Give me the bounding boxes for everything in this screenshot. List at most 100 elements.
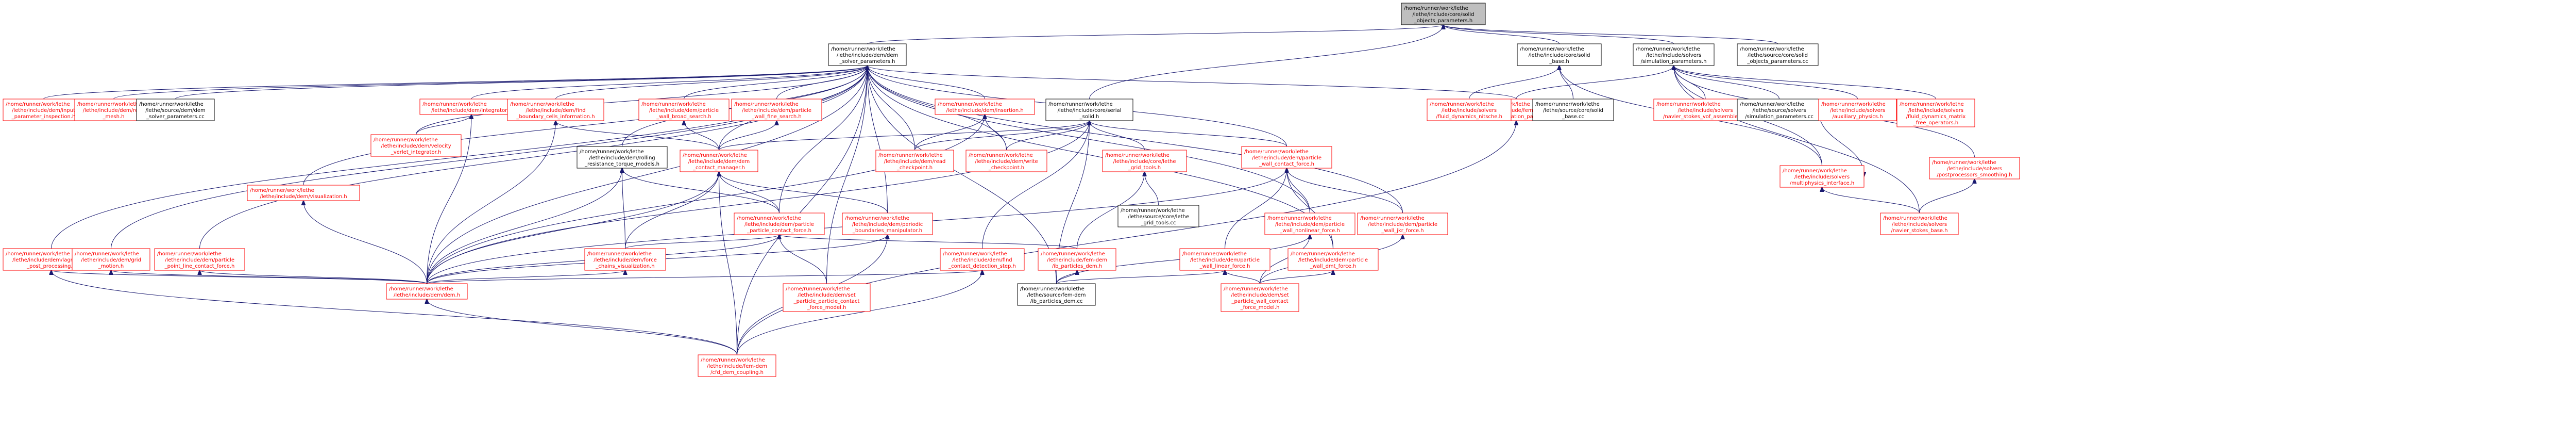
node-particle-particle-contact-force-model[interactable]: /home/runner/work/lethe/lethe/include/de… [783,283,871,312]
node-periodic-boundaries-manipulator[interactable]: /home/runner/work/lethe/lethe/include/de… [842,213,933,235]
node-label-line: /home/runner/work/lethe [510,102,574,107]
node-integrator[interactable]: /home/runner/work/lethe/lethe/include/de… [419,99,523,115]
node-box [680,150,758,172]
node-label-line: /home/runner/work/lethe [641,102,706,107]
edge [1674,66,1780,100]
node-label-line: _wall_nonlinear_force.h [1279,228,1340,234]
edge-lethe-grid-tools-cc-to-grid-tools [1145,172,1159,206]
edge-auxiliary-physics-to-simulation-parameters [1674,66,1858,100]
node-label-line: /home/runner/work/lethe [1041,251,1105,257]
node-label-line: /lethe/include/dem/particle [1190,257,1260,263]
node-auxiliary-physics[interactable]: /home/runner/work/lethe/lethe/include/so… [1818,99,1897,121]
edge-layer [43,25,1975,355]
node-find-boundary-cells[interactable]: /home/runner/work/lethe/lethe/include/de… [507,99,604,121]
node-visualization[interactable]: /home/runner/work/lethe/lethe/include/de… [247,185,360,201]
node-particle-point-line-contact-force[interactable]: /home/runner/work/lethe/lethe/include/de… [154,248,245,271]
node-label-line: /home/runner/work/lethe [139,102,204,107]
node-fluid-dynamics-rbf[interactable]: /home/runner/work/lethe/lethe/include/so… [1427,99,1512,121]
node-box [507,99,604,121]
node-fluid-dynamics-matrix-free-operators[interactable]: /home/runner/work/lethe/lethe/include/so… [1896,99,1975,127]
node-label-line: /multiphysics_interface.h [1790,181,1854,186]
node-label-line: _chains_visualization.h [595,264,654,269]
edge [1090,121,1145,151]
node-serial-solid[interactable]: /home/runner/work/lethe/lethe/include/co… [1045,99,1133,121]
node-particle-wall-contact-force-model[interactable]: /home/runner/work/lethe/lethe/include/de… [1221,283,1299,312]
node-label-line: /home/runner/work/lethe [1224,286,1288,292]
edge-force-chains-visualization-to-dem-contact-manager [625,172,719,249]
node-label-line: /lethe/include/dem/integrator.h [431,108,512,113]
node-label-line: _wall_dmt_force.h [1310,264,1357,269]
node-velocity-verlet-integrator[interactable]: /home/runner/work/lethe/lethe/include/de… [370,134,462,157]
node-label-line: _wall_jkr_force.h [1381,228,1423,234]
node-find-contact-detection-step[interactable]: /home/runner/work/lethe/lethe/include/de… [940,248,1025,271]
node-particle-wall-jkr-force[interactable]: /home/runner/work/lethe/lethe/include/de… [1357,213,1448,235]
node-box [1633,43,1715,66]
edge-dem-cfd-particles-dem-to-grid-tools [1077,172,1145,249]
node-simulation-parameters[interactable]: /home/runner/work/lethe/lethe/include/so… [1633,43,1715,66]
node-box [638,99,730,121]
node-rolling-resistance-torque-models[interactable]: /home/runner/work/lethe/lethe/include/de… [577,146,668,169]
node-dem[interactable]: /home/runner/work/lethe/lethe/include/de… [386,283,468,300]
node-box [1737,99,1822,121]
node-particle-wall-fine-search[interactable]: /home/runner/work/lethe/lethe/include/de… [731,99,822,121]
edge-particle-wall-broad-search-to-dem-solver-parameters [684,66,868,100]
node-particle-wall-dmt-force[interactable]: /home/runner/work/lethe/lethe/include/de… [1287,248,1379,271]
node-label-line: /lethe/include/solvers [1947,166,2002,172]
node-solid-base-cc[interactable]: /home/runner/work/lethe/lethe/source/cor… [1532,99,1614,121]
edge-read-checkpoint-to-dem-solver-parameters [868,66,915,151]
edge [427,270,625,284]
node-dem-cfd-particles-dem[interactable]: /home/runner/work/lethe/lethe/include/fe… [1038,248,1116,271]
node-label-line: /lethe/include/core/solid [1413,12,1475,18]
node-dem-solver-parameters-cc[interactable]: /home/runner/work/lethe/lethe/source/dem… [136,99,215,121]
node-label-line: _mesh.h [103,114,125,120]
node-core-solid-base[interactable]: /home/runner/work/lethe/lethe/include/co… [1517,43,1602,66]
edge-dem-contact-manager-to-find-boundary-cells [556,121,719,151]
edge [1469,66,1560,100]
node-label-line: /home/runner/work/lethe [1020,286,1084,292]
node-particle-wall-linear-force[interactable]: /home/runner/work/lethe/lethe/include/de… [1179,248,1270,271]
edge [52,270,737,355]
node-dem-grid[interactable]: /home/runner/work/lethe/lethe/include/de… [72,248,150,271]
node-particle-wall-contact-force[interactable]: /home/runner/work/lethe/lethe/include/de… [1241,146,1332,169]
node-box [1532,99,1614,121]
node-root[interactable]: /home/runner/work/lethe/lethe/include/co… [1401,3,1486,25]
node-input-parameter-inspection[interactable]: /home/runner/work/lethe/lethe/include/de… [3,99,84,121]
node-particle-wall-nonlinear-force[interactable]: /home/runner/work/lethe/lethe/include/de… [1264,213,1355,235]
node-ib-particles-dem-cc[interactable]: /home/runner/work/lethe/lethe/source/fem… [1017,283,1096,306]
node-postprocessors-smoothing[interactable]: /home/runner/work/lethe/lethe/include/so… [1929,157,2020,179]
edge [43,66,868,100]
edge [1225,168,1287,249]
node-particle-wall-broad-search[interactable]: /home/runner/work/lethe/lethe/include/de… [638,99,730,121]
node-cfd-dem-coupling[interactable]: /home/runner/work/lethe/lethe/include/fe… [698,354,776,377]
node-insertion[interactable]: /home/runner/work/lethe/lethe/include/de… [935,99,1035,115]
node-dem-solver-parameters[interactable]: /home/runner/work/lethe/lethe/include/de… [828,43,907,66]
node-box [1017,283,1096,306]
node-dem-contact-manager[interactable]: /home/runner/work/lethe/lethe/include/de… [680,150,758,172]
edge-simulation-parameters-to-root [1444,25,1674,44]
edge-particle-wall-contact-force-model-to-particle-wall-nonlinear-force [1260,235,1310,284]
node-navier-stokes-base[interactable]: /home/runner/work/lethe/lethe/include/so… [1880,213,1959,235]
node-read-checkpoint[interactable]: /home/runner/work/lethe/lethe/include/de… [875,150,954,172]
node-label-line: /home/runner/work/lethe [77,102,142,107]
node-box [72,248,150,271]
edge-particle-particle-contact-force-to-rolling-resistance-torque-models [622,168,779,214]
node-label-line: /home/runner/work/lethe [1740,102,1804,107]
edge-visualization-to-dem-solver-parameters [303,66,868,186]
node-grid-tools[interactable]: /home/runner/work/lethe/lethe/include/co… [1102,150,1187,172]
node-box [1038,248,1116,271]
node-label-line: /home/runner/work/lethe [587,251,652,257]
edge [303,66,868,186]
node-label-line: _verlet_integrator.h [391,150,442,155]
edge-fluid-dynamics-matrix-free-operators-to-simulation-parameters [1674,66,1936,100]
node-layer: /home/runner/work/lethe/lethe/include/co… [3,3,2020,377]
node-solid-objects-parameters-cc[interactable]: /home/runner/work/lethe/lethe/source/cor… [1737,43,1819,66]
node-particle-particle-contact-force[interactable]: /home/runner/work/lethe/lethe/include/de… [734,213,825,235]
edge-particle-wall-linear-force-to-particle-wall-contact-force [1225,168,1287,249]
node-force-chains-visualization[interactable]: /home/runner/work/lethe/lethe/include/de… [584,248,666,271]
node-multiphysics-interface[interactable]: /home/runner/work/lethe/lethe/include/so… [1780,165,1865,188]
node-lethe-grid-tools-cc[interactable]: /home/runner/work/lethe/lethe/source/cor… [1117,205,1199,227]
node-simulation-parameters-cc[interactable]: /home/runner/work/lethe/lethe/source/sol… [1737,99,1822,121]
node-write-checkpoint[interactable]: /home/runner/work/lethe/lethe/include/de… [965,150,1047,172]
edge-cfd-dem-coupling-to-dem-contact-manager [719,172,737,355]
